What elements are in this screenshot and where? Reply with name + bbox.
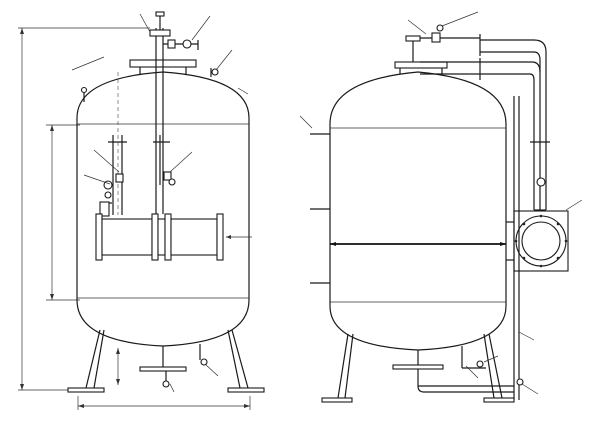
left-vessel bbox=[67, 11, 265, 410]
right-vessel bbox=[299, 11, 583, 403]
shell-height-dimension bbox=[46, 124, 80, 301]
overall-dimension-line bbox=[18, 27, 150, 391]
